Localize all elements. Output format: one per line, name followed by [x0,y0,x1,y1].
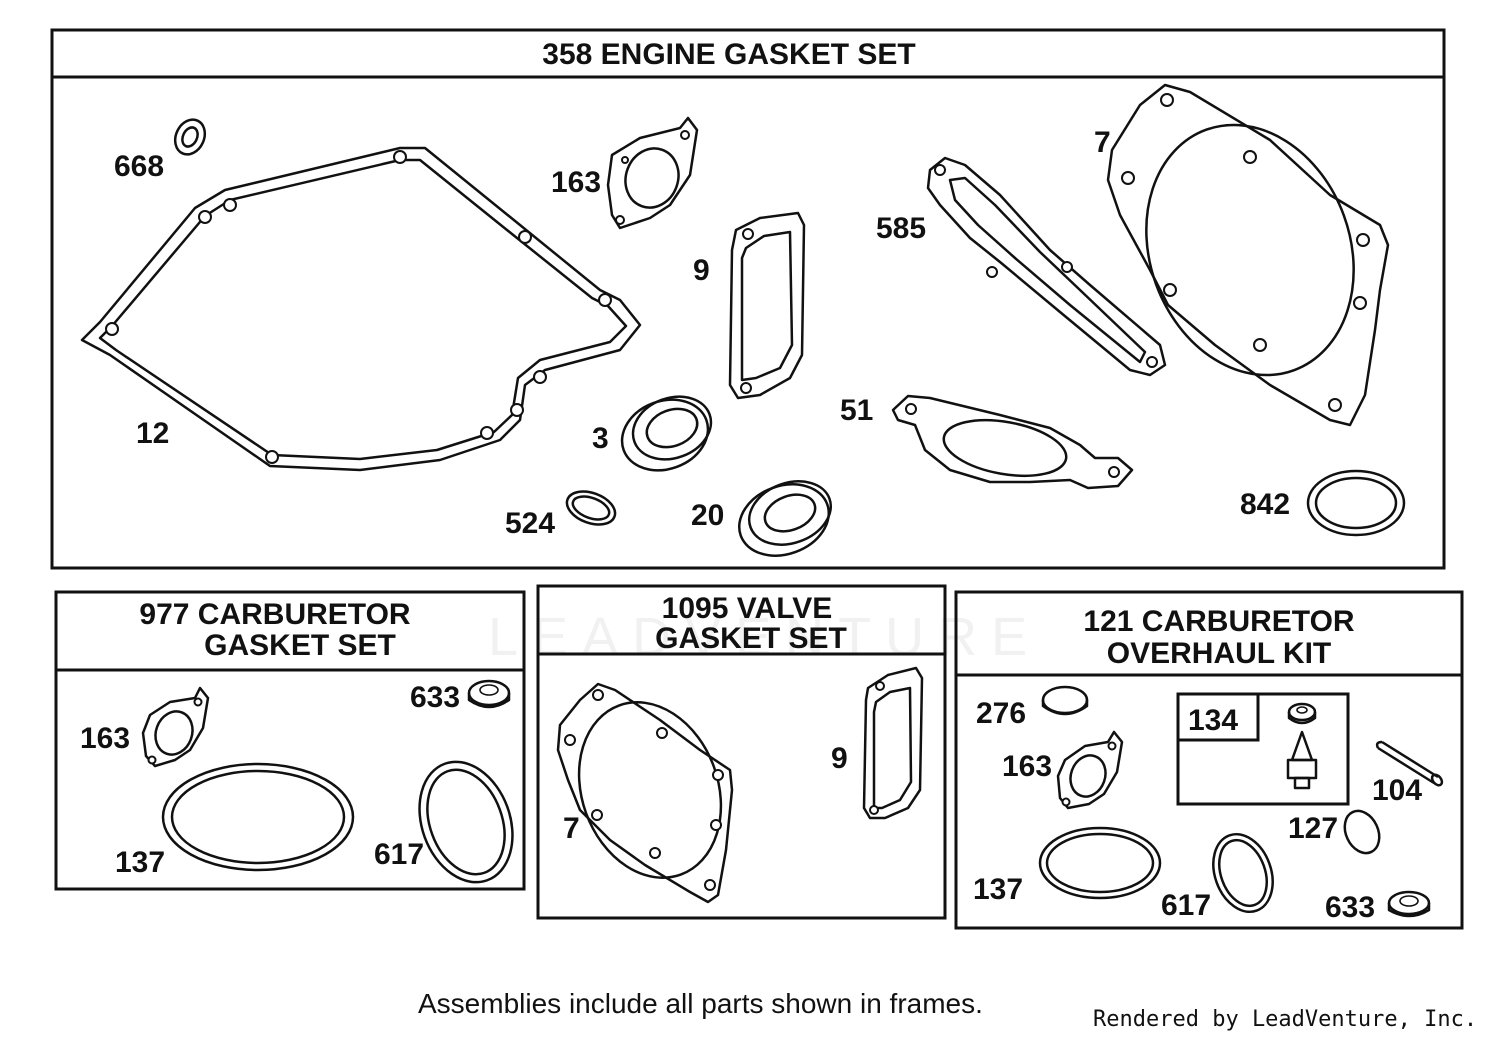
label-51: 51 [840,394,873,427]
part-617-gasket-ring [418,760,514,884]
overhaul-kit-title-line1: 121 CARBURETOR [1083,605,1355,638]
part-137-gasket-ring [1038,826,1162,900]
valve-gasket-set-frame: 1095 VALVE GASKET SET 9 7 [536,584,947,920]
subkit-134-label: 134 [1188,704,1238,737]
label-9: 9 [831,742,848,775]
part-7-cylinder-head-gasket [556,682,734,904]
label-633: 633 [1325,891,1375,924]
valve-gasket-title-line1: 1095 VALVE [662,592,833,625]
carburetor-gasket-set-frame: 977 CARBURETOR GASKET SET 163 633 137 61… [54,590,526,891]
rendered-by-credit: Rendered by LeadVenture, Inc. [1093,1007,1477,1032]
label-617: 617 [374,838,424,871]
engine-gasket-set-frame: 358 ENGINE GASKET SET [50,28,1446,570]
label-842: 842 [1240,488,1290,521]
label-276: 276 [976,697,1026,730]
part-633-washer [1387,890,1431,918]
part-7-cylinder-head-gasket [1106,83,1390,427]
part-104-pin [1375,740,1444,787]
part-842-o-ring [1306,469,1406,537]
label-633: 633 [410,681,460,714]
label-524: 524 [505,507,555,540]
label-137: 137 [115,846,165,879]
part-524-o-ring [565,490,617,526]
label-7: 7 [563,812,580,845]
part-163-carb-gasket [141,686,210,768]
assemblies-note: Assemblies include all parts shown in fr… [418,988,983,1019]
part-585-intake-gasket [926,156,1167,377]
part-9-valve-cover-gasket [862,666,924,820]
part-163-carb-gasket [1056,730,1124,810]
part-137-gasket-ring [161,762,355,872]
label-127: 127 [1288,812,1338,845]
label-617: 617 [1161,889,1211,922]
part-20-oil-seal [737,480,833,557]
label-20: 20 [691,499,724,532]
carb-gasket-title-line2: GASKET SET [204,629,396,662]
subkit-134-box: 134 [1176,692,1350,806]
engine-gasket-set-title: 358 ENGINE GASKET SET [542,38,915,71]
part-134-needle-seat [1286,702,1318,790]
carb-gasket-title-line1: 977 CARBURETOR [139,598,411,631]
overhaul-kit-title-line2: OVERHAUL KIT [1107,637,1331,670]
label-12: 12 [136,417,169,450]
label-163: 163 [1002,750,1052,783]
part-668-seal [173,118,207,156]
carburetor-overhaul-kit-frame: 121 CARBURETOR OVERHAUL KIT 134 [954,590,1464,930]
part-617-gasket-ring [1212,832,1274,914]
part-51-exhaust-gasket [891,394,1134,490]
label-163: 163 [80,722,130,755]
label-137: 137 [973,873,1023,906]
label-7: 7 [1094,126,1111,159]
part-127-welch-plug [1343,809,1381,855]
valve-gasket-title-line2: GASKET SET [655,622,847,655]
label-3: 3 [592,422,609,455]
part-9-valve-cover-gasket [728,211,806,400]
watermark: LEADVENTURE [488,607,1041,667]
label-585: 585 [876,212,926,245]
label-9: 9 [693,254,710,287]
part-163-carb-gasket [606,116,699,230]
label-668: 668 [114,150,164,183]
label-163: 163 [551,166,601,199]
part-633-washer [467,679,511,709]
part-3-oil-seal [620,395,713,472]
label-104: 104 [1372,774,1422,807]
part-12-crankcase-gasket [80,146,642,472]
part-276-washer [1041,685,1089,716]
